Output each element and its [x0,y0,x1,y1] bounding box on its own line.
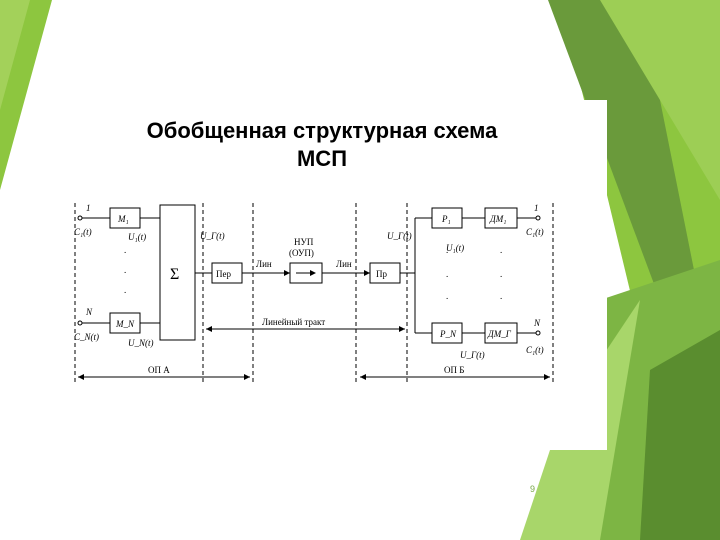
ellipsis-dot: . [500,291,502,301]
ellipsis-dot: . [124,265,126,275]
ellipsis-dot: . [124,245,126,255]
station-a-label: ОП А [148,365,170,375]
receiver-label: Пр [376,269,387,279]
filter-p1-label: Р₁ [441,214,451,224]
slide-title: Обобщенная структурная схема [146,118,498,143]
mid-signal-label: U₁(t) [446,243,464,253]
repeater-label: НУП [294,237,314,247]
repeater-label-sub: (ОУП) [289,248,314,258]
input-index-top: 1 [86,203,91,213]
ellipsis-dot: . [500,269,502,279]
modulator-output-top: U₁(t) [128,232,146,242]
output-index-bottom: N [533,318,541,328]
group-signal-a: U_Г(t) [200,231,225,241]
input-index-bottom: N [85,307,93,317]
transmitter-label: Пер [216,269,231,279]
output-index-top: 1 [534,203,539,213]
ellipsis-dot: . [446,269,448,279]
group-signal-b: U_Г(t) [387,231,412,241]
modulator-output-bottom: U_N(t) [128,338,154,348]
input-signal-top: C₁(t) [74,227,92,237]
slide-title-line2: МСП [296,146,348,171]
ellipsis-dot: . [500,245,502,255]
line-tract-label: Линейный тракт [262,317,325,327]
input-signal-bottom: C_N(t) [74,332,99,342]
line-label-left: Лин [256,259,272,269]
ellipsis-dot: . [446,245,448,255]
station-b-label: ОП Б [444,365,464,375]
demod-g-label: ДМ_Г [487,329,512,339]
block-diagram: 1 C₁(t) M₁ U₁(t) N C_N(t) M_N U_N(t) . .… [74,203,554,385]
modulator-mn-label: M_N [115,319,135,329]
ellipsis-dot: . [124,285,126,295]
line-label-right: Лин [336,259,352,269]
demod-1-label: ДМ₁ [489,214,506,224]
output-signal-top: C₁(t) [526,227,544,237]
output-signal-bottom: C₁(t) [526,345,544,355]
ellipsis-dot: . [446,291,448,301]
filter-pn-label: Р_N [439,329,457,339]
modulator-m1-label: M₁ [117,214,129,224]
bottom-signal-label: U_Г(t) [460,350,485,360]
page-number: 9 [530,484,536,494]
summator-symbol: Σ [170,266,179,283]
